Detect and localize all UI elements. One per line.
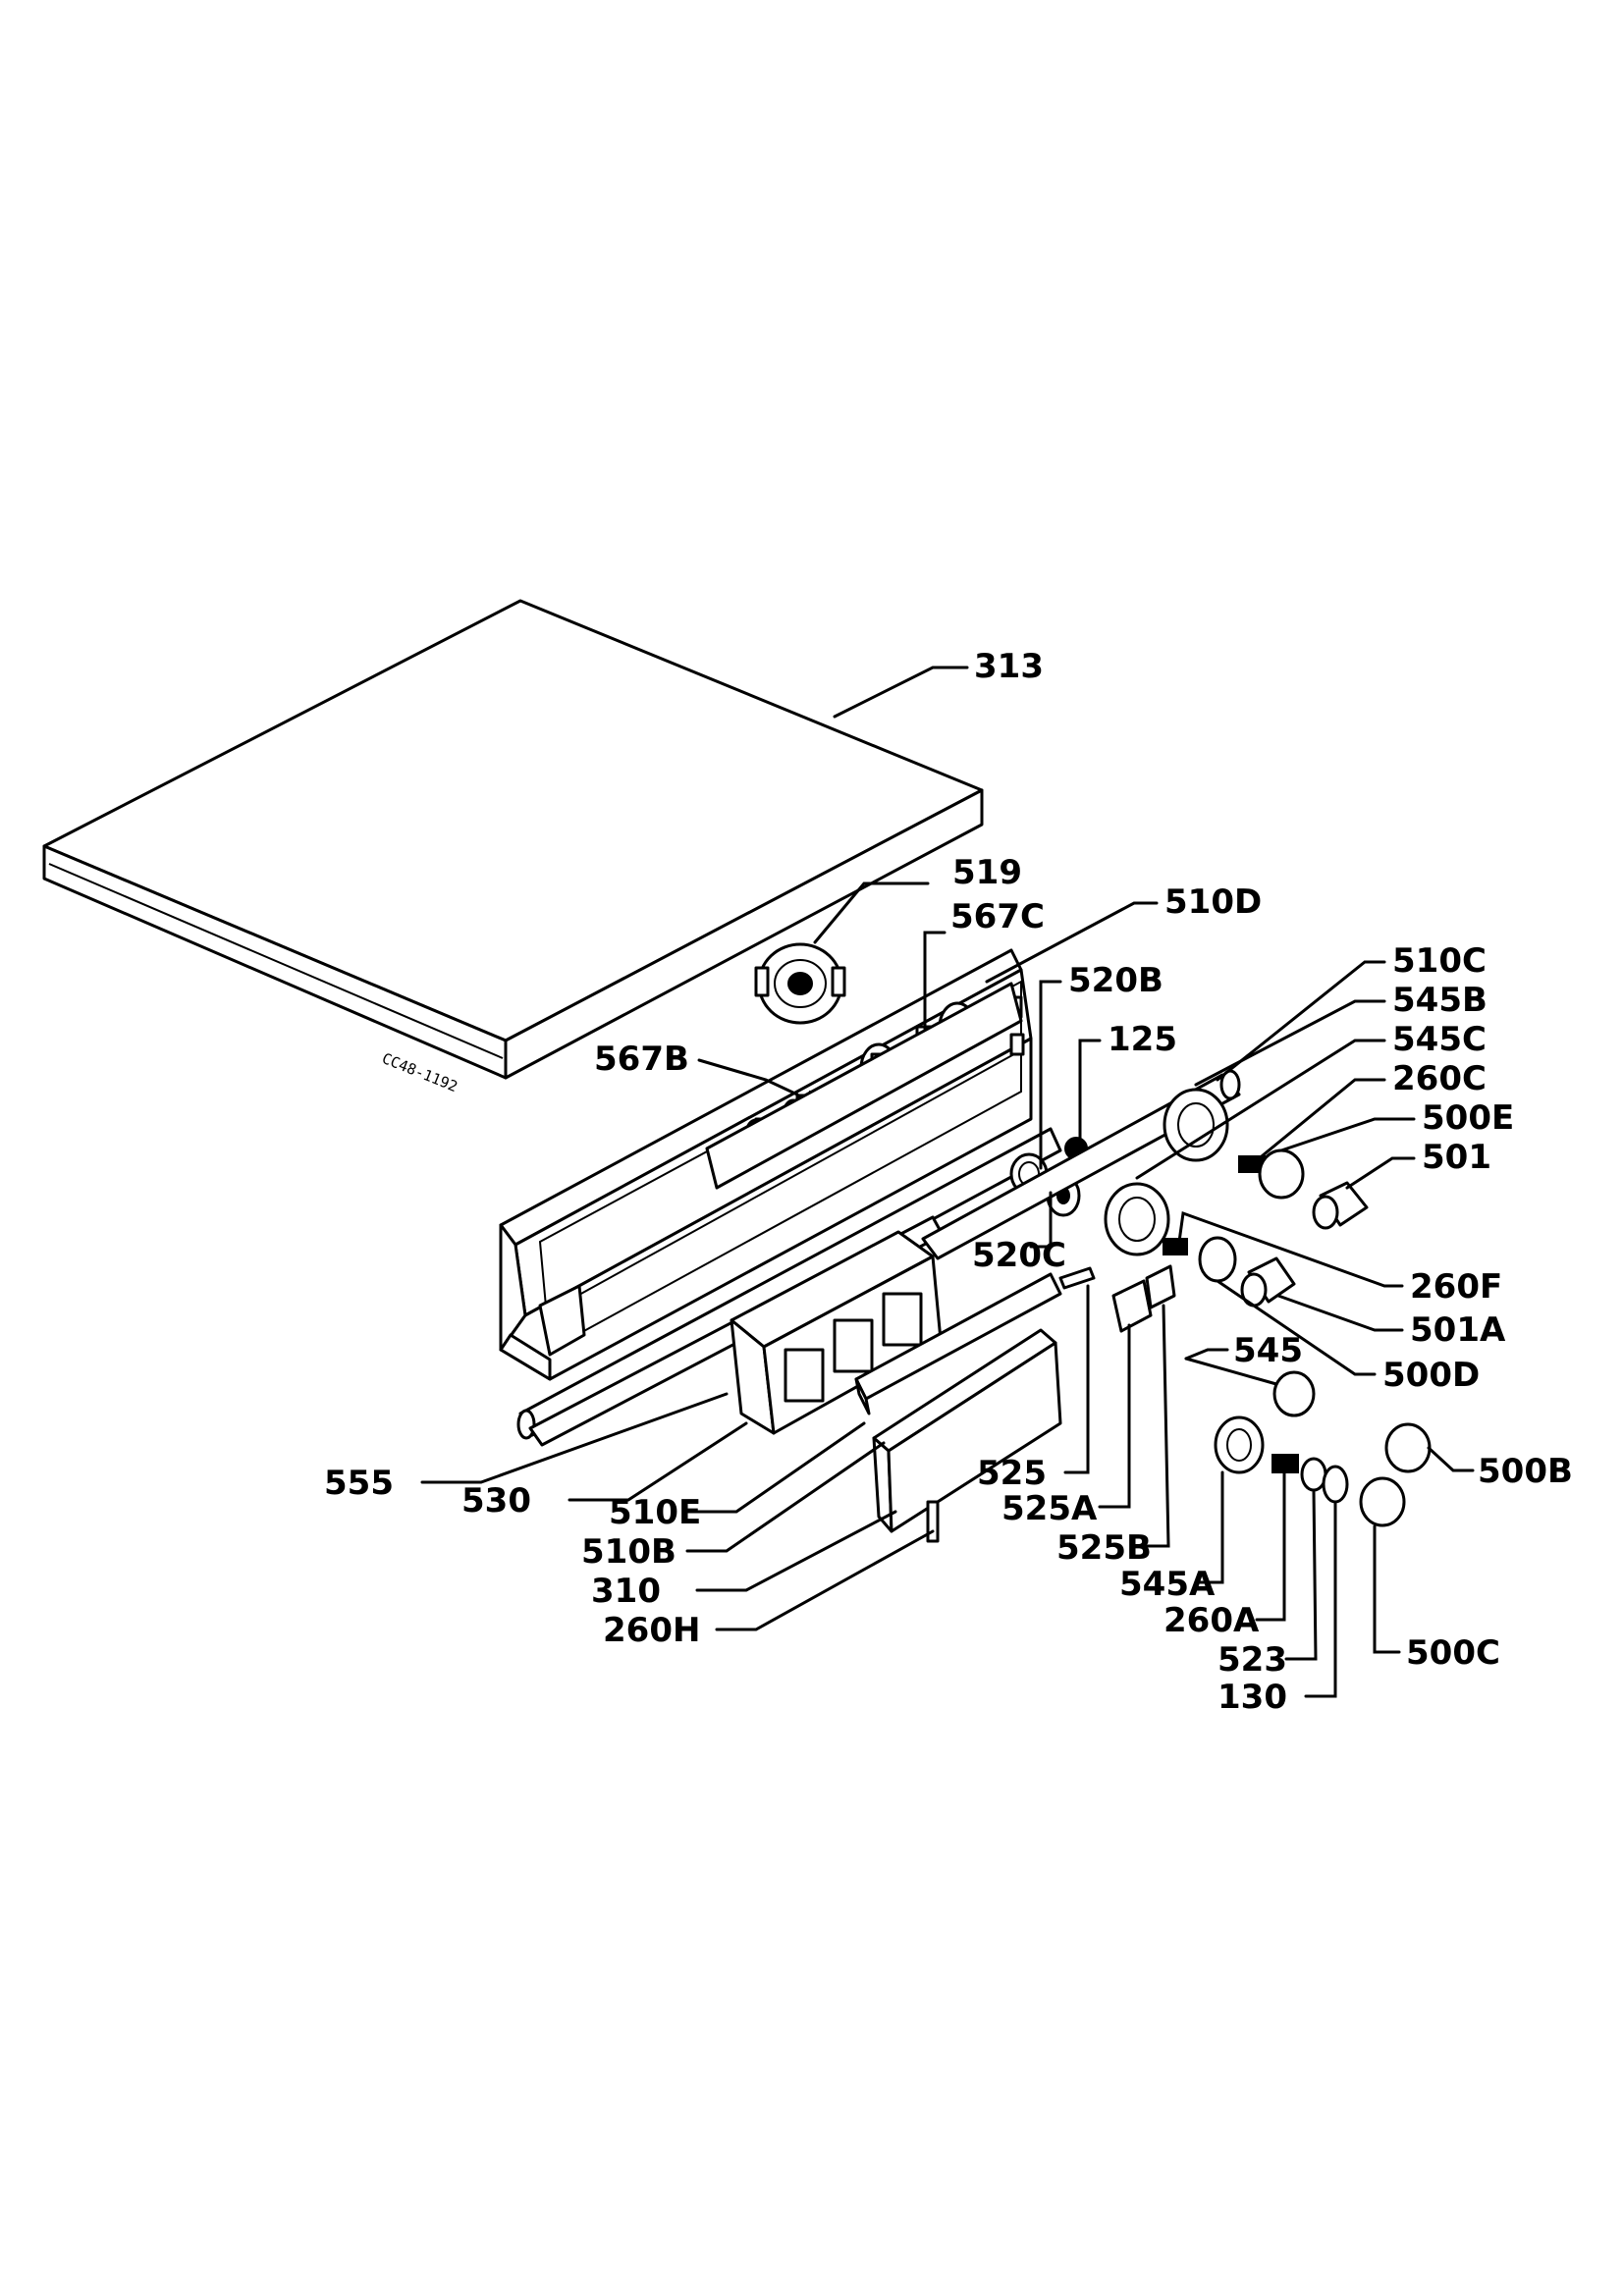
label-567b: 567B (594, 1040, 689, 1079)
front-strip-510b (854, 1272, 1062, 1415)
ring-130 (1322, 1465, 1349, 1504)
label-525a: 525A (1001, 1489, 1098, 1528)
knob-500d (1198, 1236, 1237, 1283)
rod-555 (516, 1127, 1062, 1440)
spring-260a (1271, 1454, 1299, 1473)
label-310: 310 (591, 1572, 661, 1611)
drawing-code: CC48-1192 (380, 1049, 460, 1095)
tube-510c (921, 1069, 1241, 1260)
knob-housing-545b (1163, 1088, 1229, 1162)
label-313: 313 (974, 647, 1044, 686)
part-labels: 313 519 567C 510D 520B 125 567B 520C 510… (324, 647, 1573, 1717)
label-500b: 500B (1478, 1452, 1573, 1491)
label-545a: 545A (1119, 1565, 1216, 1604)
knob-housing-545c (1104, 1182, 1170, 1256)
control-panel-510d (499, 948, 1033, 1381)
label-520c: 520C (972, 1236, 1066, 1275)
label-260f: 260F (1410, 1267, 1502, 1307)
drawer-310 (872, 1328, 1062, 1533)
label-555: 555 (324, 1464, 394, 1503)
knob-500c (1359, 1476, 1406, 1527)
label-510d: 510D (1164, 882, 1262, 922)
label-519: 519 (952, 853, 1022, 892)
button-525b (1145, 1264, 1176, 1309)
label-523: 523 (1217, 1640, 1287, 1680)
label-500c: 500C (1406, 1633, 1500, 1673)
label-510b: 510B (581, 1532, 676, 1572)
top-cover-313 (42, 599, 984, 1080)
washer-523 (1300, 1457, 1327, 1492)
knob-500b (1384, 1422, 1432, 1473)
pin-260h (926, 1500, 940, 1543)
label-260c: 260C (1392, 1059, 1487, 1098)
label-520b: 520B (1068, 961, 1163, 1000)
label-545: 545 (1233, 1331, 1303, 1370)
label-500d: 500D (1382, 1356, 1480, 1395)
knob-545 (1272, 1370, 1316, 1417)
label-545b: 545B (1392, 981, 1488, 1020)
label-525b: 525B (1056, 1528, 1152, 1568)
knob-545a (1214, 1415, 1265, 1474)
label-260h: 260H (603, 1611, 700, 1650)
label-567c: 567C (950, 897, 1045, 936)
spring-260f (1163, 1238, 1188, 1255)
label-125: 125 (1108, 1020, 1177, 1059)
knob-501a (1240, 1256, 1296, 1308)
label-501a: 501A (1410, 1310, 1506, 1350)
label-500e: 500E (1422, 1098, 1514, 1138)
round-part-519 (754, 942, 846, 1025)
label-130: 130 (1217, 1678, 1287, 1717)
label-525: 525 (977, 1454, 1047, 1493)
label-510c: 510C (1392, 941, 1487, 981)
button-525a (1111, 1279, 1153, 1333)
label-545c: 545C (1392, 1020, 1487, 1059)
label-260a: 260A (1163, 1601, 1260, 1640)
label-501: 501 (1422, 1138, 1491, 1177)
knob-500e (1258, 1148, 1305, 1200)
leader-lines (420, 666, 1475, 1698)
label-510e: 510E (609, 1493, 701, 1532)
label-530: 530 (461, 1481, 531, 1521)
knob-501 (1312, 1181, 1369, 1230)
pin-525 (1058, 1266, 1096, 1290)
